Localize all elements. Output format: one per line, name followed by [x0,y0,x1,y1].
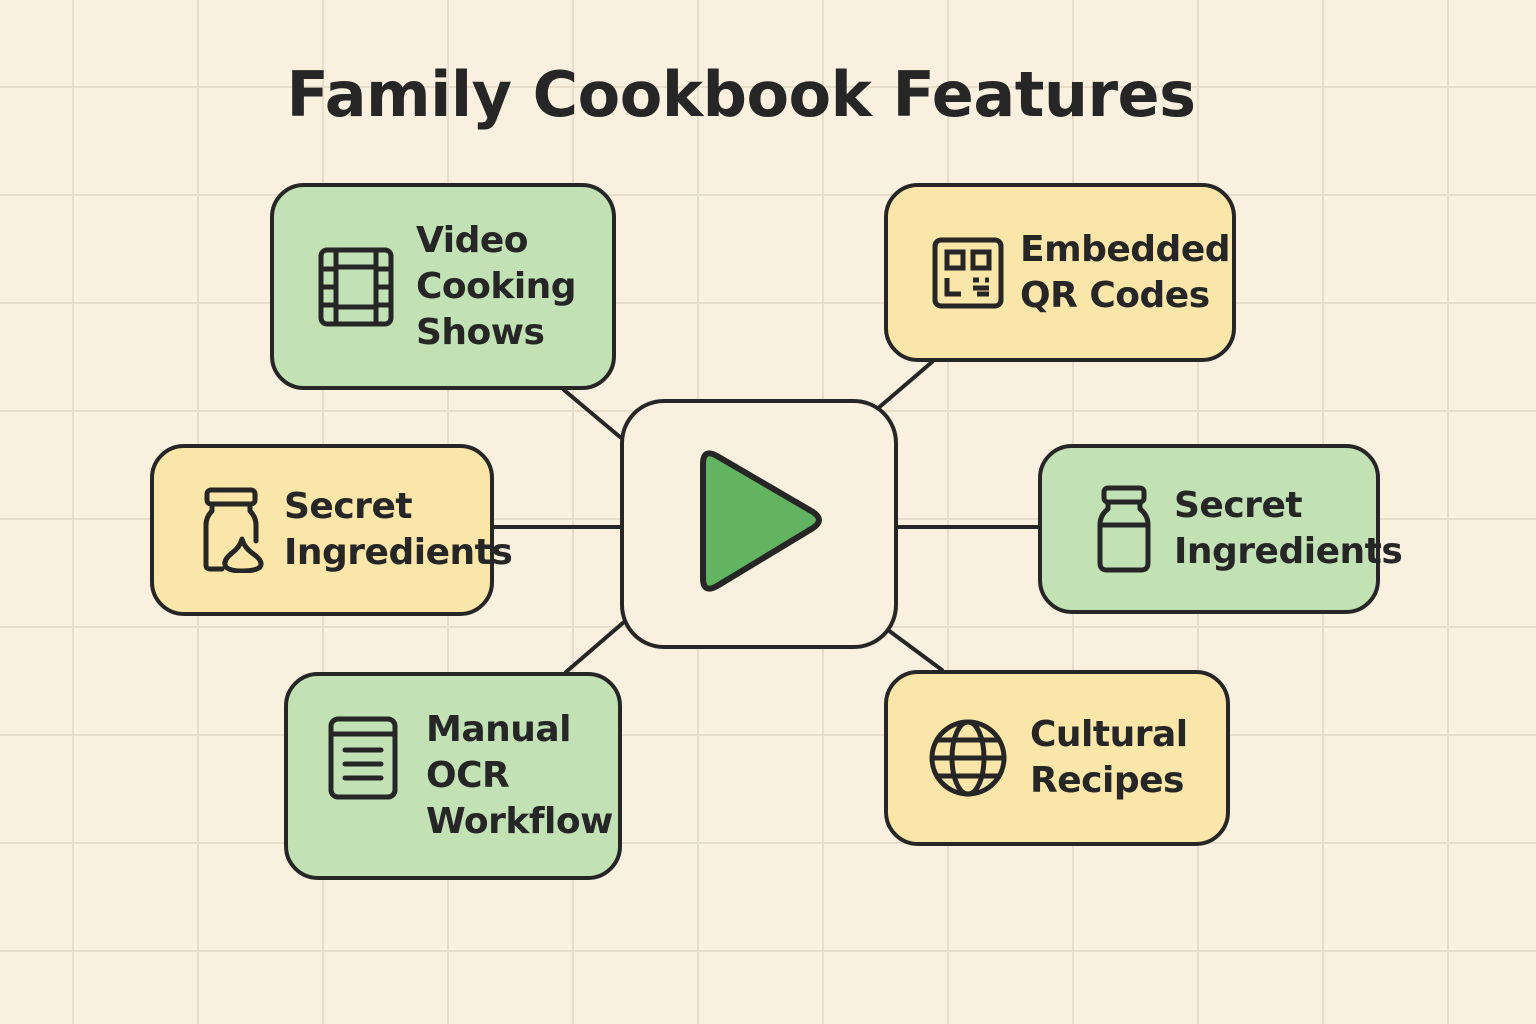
node-embedded-qr-codes[interactable]: Embedded QR Codes [884,183,1236,362]
jar-with-garlic-icon [202,487,266,573]
label-line: Secret [1174,485,1303,526]
node-manual-ocr-workflow[interactable]: Manual OCR Workflow [284,672,622,880]
label-line: Workflow [426,801,613,842]
label-line: Shows [416,311,545,353]
node-label: Secret Ingredients [284,484,513,576]
document-icon [328,716,398,800]
label-line: OCR [426,755,510,796]
connector-ocr [564,620,626,674]
film-strip-icon [318,247,394,327]
jar-icon [1096,485,1152,573]
qr-code-icon [932,237,1004,309]
node-label: Manual OCR Workflow [426,707,613,845]
label-line: Ingredients [1174,531,1403,572]
connector-cultural [886,628,944,672]
label-line: Cultural [1030,714,1188,755]
node-secret-ingredients-left[interactable]: Secret Ingredients [150,444,513,616]
label-line: Video [416,219,529,261]
diagram-title: Family Cookbook Features [286,58,1196,131]
label-line: Ingredients [284,532,513,573]
play-icon [700,450,822,592]
label-line: QR Codes [1020,274,1210,316]
label-line: Manual [426,709,572,750]
label-line: Embedded [1020,228,1231,270]
node-label: Video Cooking Shows [416,218,577,356]
globe-icon [928,718,1008,798]
node-label: Embedded QR Codes [1020,227,1231,319]
center-play-node[interactable] [620,399,898,649]
label-line: Recipes [1030,760,1184,801]
connector-video [562,388,622,439]
connector-qr [874,360,934,412]
node-cultural-recipes[interactable]: Cultural Recipes [884,670,1230,846]
node-secret-ingredients-right[interactable]: Secret Ingredients [1038,444,1403,614]
label-line: Cooking [416,265,577,307]
node-label: Secret Ingredients [1174,483,1403,575]
node-video-cooking-shows[interactable]: Video Cooking Shows [270,183,616,390]
node-label: Cultural Recipes [1030,712,1188,804]
label-line: Secret [284,486,413,527]
